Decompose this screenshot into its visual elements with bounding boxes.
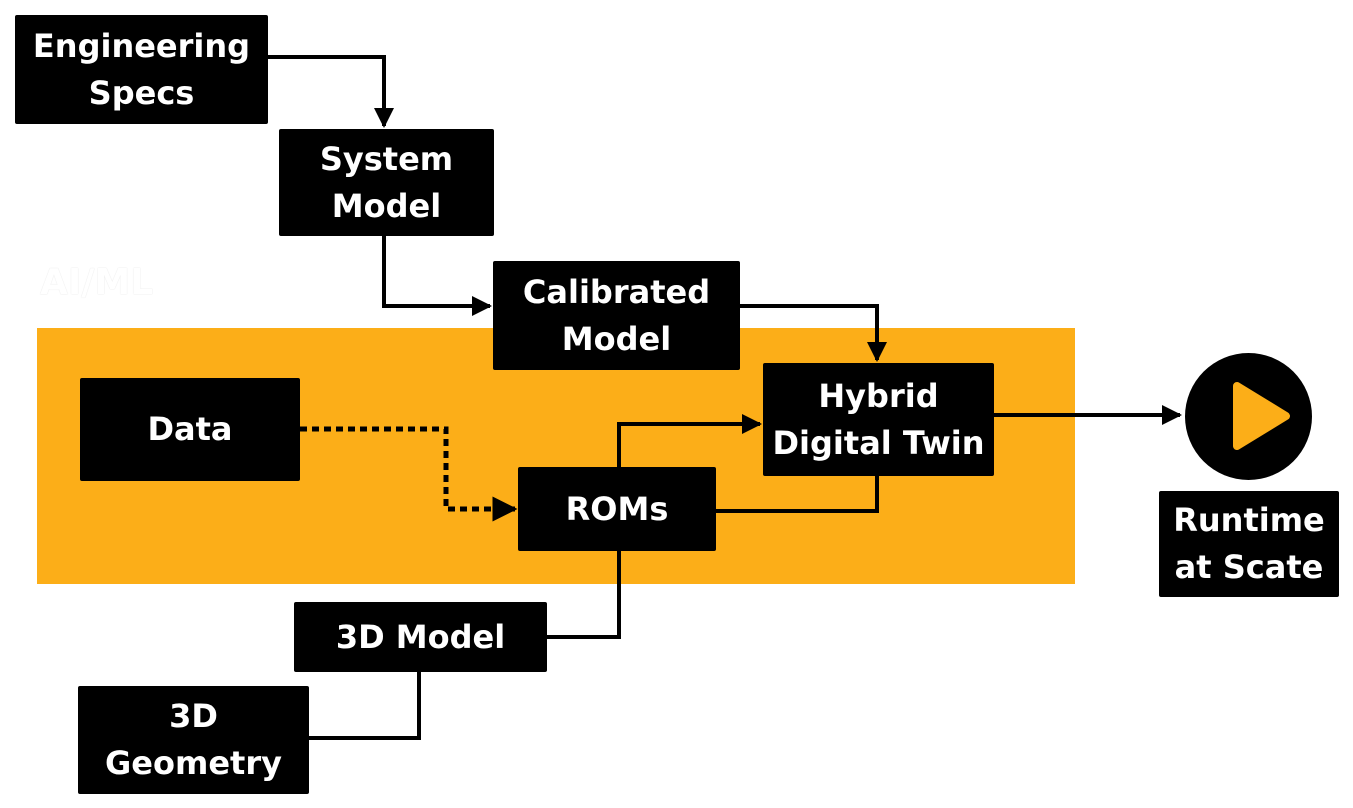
node-runtime-at-scate: Runtime at Scate — [1159, 491, 1339, 597]
node-calibrated-model: Calibrated Model — [493, 261, 740, 370]
edge-hybrid-to-roms — [716, 476, 879, 513]
edge-data-to-roms — [300, 426, 518, 522]
edge-3dgeo-to-3dmodel — [309, 672, 421, 740]
edge-specs-to-system — [268, 55, 394, 128]
edge-system-to-calibrated — [382, 236, 492, 316]
play-icon-glyph — [1233, 382, 1290, 450]
node-roms: ROMs — [518, 467, 716, 551]
node-hybrid-digital-twin: Hybrid Digital Twin — [763, 363, 994, 476]
edge-3dmodel-to-roms — [547, 551, 621, 639]
node-data: Data — [80, 378, 300, 481]
node-system-model: System Model — [279, 129, 494, 236]
play-icon — [1185, 353, 1312, 480]
edge-calibrated-to-hybrid — [740, 304, 887, 362]
edge-roms-to-hybrid — [617, 414, 762, 467]
ai-ml-region-label: AI/ML — [40, 262, 154, 303]
node-3d-model: 3D Model — [294, 602, 547, 672]
node-engineering-specs: Engineering Specs — [15, 15, 268, 124]
node-3d-geometry: 3D Geometry — [78, 686, 309, 794]
